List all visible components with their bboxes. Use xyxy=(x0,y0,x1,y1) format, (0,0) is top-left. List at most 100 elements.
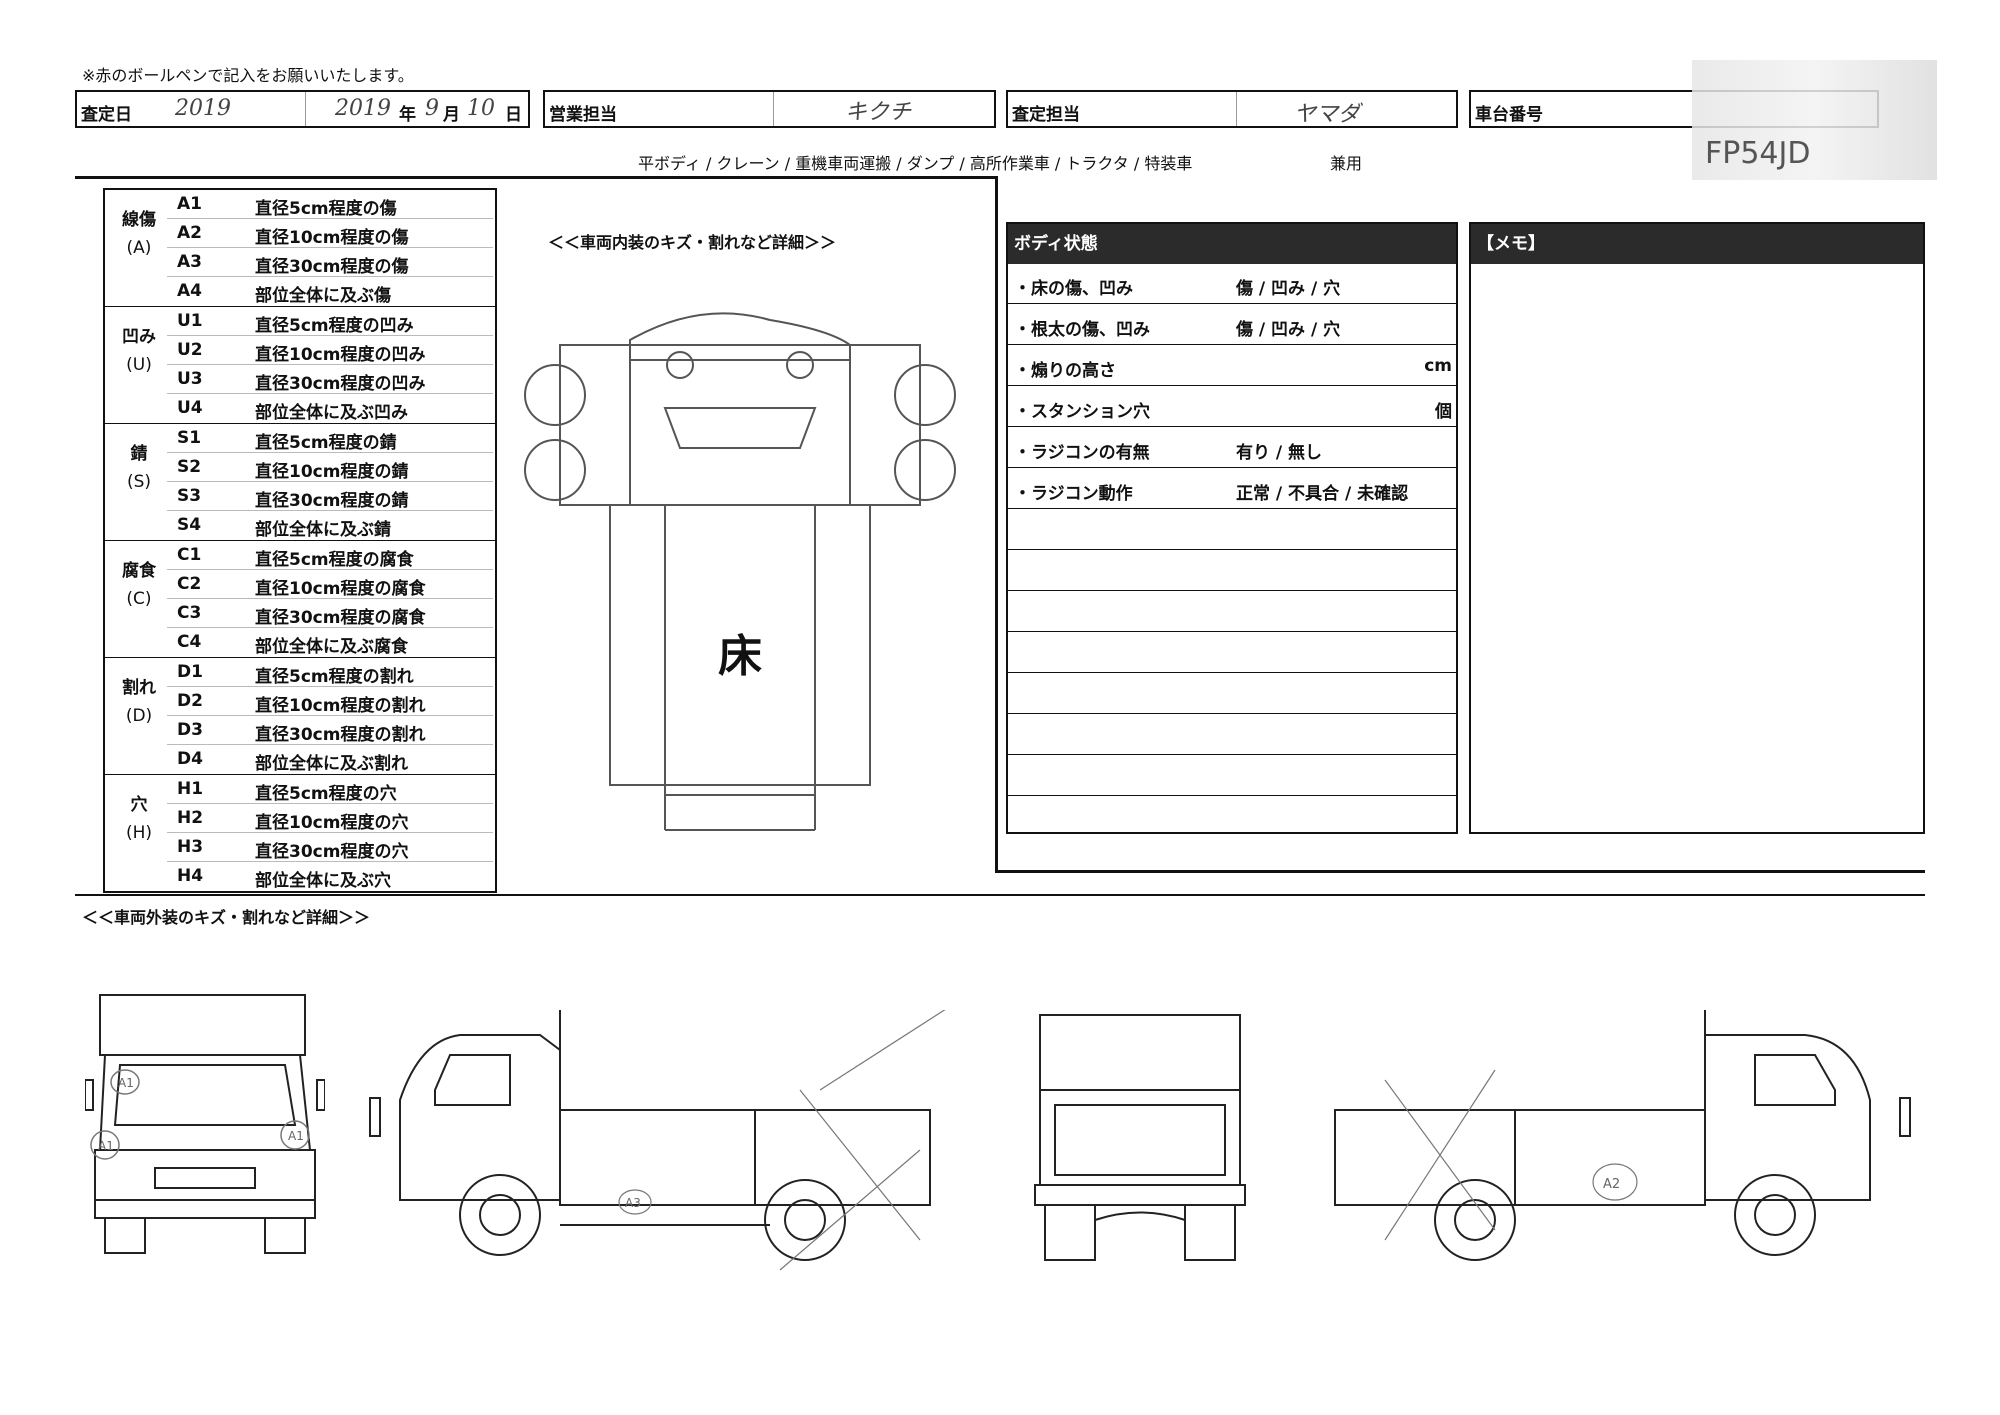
legend-code: U3 xyxy=(177,369,203,389)
month-char: 月 xyxy=(443,105,460,125)
month-handwritten: 9 xyxy=(425,96,439,121)
legend-code: H3 xyxy=(177,837,204,857)
date-divider xyxy=(305,92,306,126)
memo-title: 【メモ】 xyxy=(1471,224,1923,264)
legend-category: 線傷(A) xyxy=(113,206,165,262)
truck-front-view[interactable]: A1 A1 A1 xyxy=(85,990,325,1270)
legend-row: S1 直径5cm程度の錆 xyxy=(167,424,493,453)
legend-category-code: (H) xyxy=(125,823,153,843)
day-handwritten: 10 xyxy=(467,96,495,121)
legend-code: A3 xyxy=(177,252,202,272)
body-state-label: ・床の傷、凹み xyxy=(1014,279,1133,299)
body-state-row[interactable] xyxy=(1008,674,1456,714)
truck-right-side-view[interactable]: A2 xyxy=(1325,1010,1935,1280)
sales-divider xyxy=(773,92,774,126)
legend-code: H1 xyxy=(177,779,204,799)
mark-a1-front-1: A1 xyxy=(118,1076,134,1090)
body-state-options[interactable]: 有り / 無し xyxy=(1236,443,1323,463)
body-state-row[interactable] xyxy=(1008,510,1456,550)
legend-code: A4 xyxy=(177,281,202,301)
combined-use-label: 兼用 xyxy=(1330,154,1363,173)
body-state-row[interactable] xyxy=(1008,592,1456,632)
legend-row: A1 直径5cm程度の傷 xyxy=(167,190,493,219)
legend-description: 直径5cm程度の傷 xyxy=(255,199,397,219)
legend-code: U4 xyxy=(177,398,203,418)
legend-code: A1 xyxy=(177,194,202,214)
legend-description: 部位全体に及ぶ錆 xyxy=(255,520,391,540)
legend-code: C2 xyxy=(177,574,202,594)
mark-a3-left: A3 xyxy=(625,1196,641,1210)
body-state-row[interactable]: ・床の傷、凹み 傷 / 凹み / 穴 xyxy=(1008,264,1456,304)
redaction-blur xyxy=(1692,60,1937,180)
body-type-options[interactable]: 平ボディ / クレーン / 重機車両運搬 / ダンプ / 高所作業車 / トラク… xyxy=(638,154,1193,173)
legend-category: 穴(H) xyxy=(113,791,165,847)
body-state-row[interactable] xyxy=(1008,715,1456,755)
legend-row-divider xyxy=(167,510,493,511)
body-state-options[interactable]: 正常 / 不具合 / 未確認 xyxy=(1236,484,1409,504)
legend-row-divider xyxy=(167,218,493,219)
legend-row-divider xyxy=(167,393,493,394)
body-state-row[interactable]: ・根太の傷、凹み 傷 / 凹み / 穴 xyxy=(1008,305,1456,345)
body-state-title: ボディ状態 xyxy=(1008,224,1456,264)
interior-floor-diagram[interactable] xyxy=(520,290,960,850)
legend-description: 直径30cm程度の錆 xyxy=(255,491,409,511)
legend-code: A2 xyxy=(177,223,202,243)
date-label: 査定日 xyxy=(81,105,132,125)
legend-code: U2 xyxy=(177,340,203,360)
legend-category-code: (U) xyxy=(126,355,152,375)
sales-rep-handwritten: キクチ xyxy=(845,100,912,125)
legend-code: C4 xyxy=(177,632,202,652)
body-state-options[interactable]: 傷 / 凹み / 穴 xyxy=(1236,279,1341,299)
legend-category: 錆 (S) xyxy=(113,440,165,496)
truck-left-side-view[interactable]: A3 xyxy=(360,1010,960,1280)
legend-row-divider xyxy=(167,364,493,365)
memo-panel[interactable]: 【メモ】 xyxy=(1469,222,1925,834)
legend-description: 部位全体に及ぶ傷 xyxy=(255,286,391,306)
legend-code: S1 xyxy=(177,428,202,448)
legend-category-code: (D) xyxy=(125,706,153,726)
legend-row-divider xyxy=(167,598,493,599)
truck-rear-view[interactable] xyxy=(1030,1010,1250,1270)
body-state-row[interactable] xyxy=(1008,633,1456,673)
legend-code: S4 xyxy=(177,515,202,535)
legend-description: 直径5cm程度の穴 xyxy=(255,784,397,804)
body-state-row[interactable]: ・ラジコン動作正常 / 不具合 / 未確認 xyxy=(1008,469,1456,509)
body-state-row[interactable]: ・スタンション穴個 xyxy=(1008,387,1456,427)
date-field[interactable]: 査定日 2019 2019 年 9 月 10 日 xyxy=(75,90,530,128)
frame-top-left xyxy=(75,176,997,179)
legend-code: D2 xyxy=(177,691,203,711)
legend-category-name: 凹み xyxy=(122,327,156,347)
legend-code: H4 xyxy=(177,866,204,886)
year-char: 年 xyxy=(399,105,416,125)
legend-category-code: (S) xyxy=(126,472,152,492)
legend-category: 凹み (U) xyxy=(113,323,165,379)
sales-rep-field[interactable]: 営業担当 キクチ xyxy=(543,90,996,128)
body-state-row[interactable]: ・ラジコンの有無有り / 無し xyxy=(1008,428,1456,468)
assessor-field[interactable]: 査定担当 ヤマダ xyxy=(1006,90,1458,128)
body-state-options[interactable]: 傷 / 凹み / 穴 xyxy=(1236,320,1341,340)
legend-description: 直径5cm程度の錆 xyxy=(255,433,397,453)
body-state-row[interactable] xyxy=(1008,551,1456,591)
legend-row-divider xyxy=(167,627,493,628)
legend-description: 直径10cm程度の腐食 xyxy=(255,579,426,599)
mark-a1-front-2: A1 xyxy=(98,1139,114,1153)
section-separator xyxy=(75,894,1925,896)
date-year-handwritten: 2019 xyxy=(175,96,231,121)
body-state-panel: ボディ状態 ・床の傷、凹み傷 / 凹み / 穴・根太の傷、凹み傷 / 凹み / … xyxy=(1006,222,1458,834)
body-state-label: ・根太の傷、凹み xyxy=(1014,320,1150,340)
body-state-row[interactable] xyxy=(1008,756,1456,796)
legend-code: U1 xyxy=(177,311,203,331)
legend-category-name: 錆 xyxy=(130,444,148,464)
